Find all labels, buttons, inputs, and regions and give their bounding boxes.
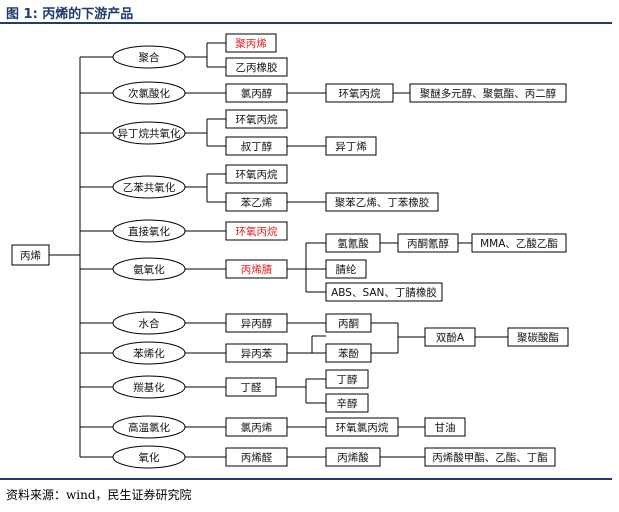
product-label: 丁醛	[241, 381, 262, 394]
product-label: 聚碳酸酯	[517, 331, 559, 344]
product-label: 聚醚多元醇、聚氨酯、丙二醇	[420, 87, 557, 100]
product-abs-san: ABS、SAN、丁腈橡胶	[325, 282, 443, 302]
process-hydration: 水合	[112, 311, 186, 335]
product-chloropropanol: 氯丙醇	[225, 83, 288, 103]
product-nitrile-fiber: 腈纶	[325, 259, 367, 279]
product-allyl-chloride: 氯丙烯	[225, 417, 288, 437]
process-hydroformylation: 羰基化	[112, 375, 186, 399]
product-label: 聚丙烯	[235, 37, 267, 50]
process-label: 次氯酸化	[128, 87, 170, 100]
product-label: 丙酮	[338, 318, 359, 330]
figure-header: 图 1: 丙烯的下游产品	[0, 0, 619, 24]
process-label: 氨氧化	[133, 263, 165, 276]
product-propylene-oxide-1: 环氧丙烷	[325, 83, 394, 103]
product-label: 苯酚	[338, 347, 359, 360]
product-label: 异丁烯	[335, 140, 367, 153]
process-polymerization: 聚合	[112, 45, 186, 69]
root-label: 丙烯	[20, 249, 41, 262]
product-cumene: 异丙苯	[225, 343, 288, 363]
product-label: MMA、乙酸乙酯	[480, 237, 558, 250]
process-ethylbenzene-co-oxidation: 乙苯共氧化	[112, 175, 186, 199]
product-label: 丙烯醛	[241, 451, 273, 464]
product-acetone: 丙酮	[325, 313, 372, 333]
product-label: 氯丙烯	[241, 421, 273, 434]
product-polypropylene: 聚丙烯	[225, 33, 277, 53]
product-styrene: 苯乙烯	[225, 192, 288, 212]
product-propylene-oxide-4: 环氧丙烷	[225, 221, 288, 241]
process-label: 羰基化	[133, 381, 165, 394]
process-ammoxidation: 氨氧化	[112, 257, 186, 281]
product-label: 丙酮氰醇	[407, 237, 449, 250]
process-label: 异丁烷共氧化	[118, 127, 181, 140]
product-label: 异丙苯	[241, 347, 273, 360]
product-label: 双酚A	[436, 332, 465, 344]
process-label: 水合	[139, 317, 160, 330]
process-oxidation: 氧化	[112, 445, 186, 469]
figure-title: 图 1: 丙烯的下游产品	[6, 7, 134, 22]
product-label: 甘油	[435, 421, 456, 434]
process-label: 氧化	[139, 451, 160, 464]
product-label: 氯丙醇	[241, 87, 273, 100]
product-label: ABS、SAN、丁腈橡胶	[331, 286, 437, 299]
product-label: 丙烯酸	[337, 451, 369, 464]
product-label: 聚苯乙烯、丁苯橡胶	[335, 196, 430, 209]
product-hcn: 氢氰酸	[325, 233, 381, 253]
product-octanol: 辛醇	[325, 393, 369, 413]
process-high-temp-chlorination: 高温氯化	[112, 415, 186, 439]
product-ps-sbr: 聚苯乙烯、丁苯橡胶	[325, 192, 439, 212]
root-node: 丙烯	[11, 244, 50, 266]
footer-rule	[0, 478, 612, 480]
product-label: 辛醇	[337, 397, 358, 410]
product-acrylic-acid: 丙烯酸	[325, 447, 381, 467]
product-acrylonitrile: 丙烯腈	[225, 259, 288, 279]
product-glycerol: 甘油	[424, 417, 466, 437]
product-label: 环氧丙烷	[236, 168, 278, 181]
product-isobutylene: 异丁烯	[325, 136, 377, 156]
product-pc: 聚碳酸酯	[507, 327, 569, 347]
product-ipa: 异丙醇	[225, 313, 288, 333]
product-label: 环氧丙烷	[236, 225, 278, 238]
product-label: 叔丁醇	[241, 140, 273, 153]
product-label: 乙丙橡胶	[236, 61, 278, 74]
product-acrylates: 丙烯酸甲酯、乙酯、丁酯	[424, 447, 556, 467]
product-label: 腈纶	[336, 263, 357, 276]
source-note: 资料来源：wind，民生证券研究院	[6, 488, 192, 502]
product-propylene-oxide-2: 环氧丙烷	[225, 109, 288, 129]
product-epr-rubber: 乙丙橡胶	[225, 57, 288, 77]
product-label: 环氧氯丙烷	[336, 421, 389, 434]
product-acrolein: 丙烯醛	[225, 447, 288, 467]
product-acetone-cyanohydrin: 丙酮氰醇	[397, 233, 459, 253]
process-label: 直接氧化	[128, 225, 170, 238]
product-propylene-oxide-3: 环氧丙烷	[225, 164, 288, 184]
product-label: 氢氰酸	[337, 237, 369, 250]
product-label: 丁醇	[337, 373, 358, 386]
product-phenol: 苯酚	[325, 343, 372, 363]
product-polyether: 聚醚多元醇、聚氨酯、丙二醇	[409, 83, 567, 103]
product-label: 丙烯腈	[241, 263, 273, 276]
process-hypochlorination: 次氯酸化	[112, 81, 186, 105]
product-butanol: 丁醇	[325, 369, 369, 389]
product-label: 异丙醇	[241, 317, 273, 330]
process-label: 高温氯化	[128, 421, 170, 434]
product-mma: MMA、乙酸乙酯	[471, 233, 567, 253]
product-tert-butanol: 叔丁醇	[225, 136, 288, 156]
product-label: 环氧丙烷	[236, 113, 278, 126]
process-benzene-alkylation: 苯烯化	[112, 341, 186, 365]
product-label: 丙烯酸甲酯、乙酯、丁酯	[432, 451, 548, 464]
process-label: 苯烯化	[133, 347, 165, 360]
product-label: 苯乙烯	[241, 196, 273, 209]
process-direct-oxidation: 直接氧化	[112, 219, 186, 243]
product-bpa: 双酚A	[424, 327, 476, 347]
connector-lines	[49, 42, 508, 458]
product-butanal: 丁醛	[225, 377, 277, 397]
product-label: 环氧丙烷	[339, 87, 381, 100]
header-rule	[0, 22, 612, 24]
process-label: 聚合	[139, 51, 160, 64]
product-epichlorohydrin: 环氧氯丙烷	[325, 417, 399, 437]
process-label: 乙苯共氧化	[123, 181, 176, 194]
process-isobutane-co-oxidation: 异丁烷共氧化	[112, 121, 186, 145]
